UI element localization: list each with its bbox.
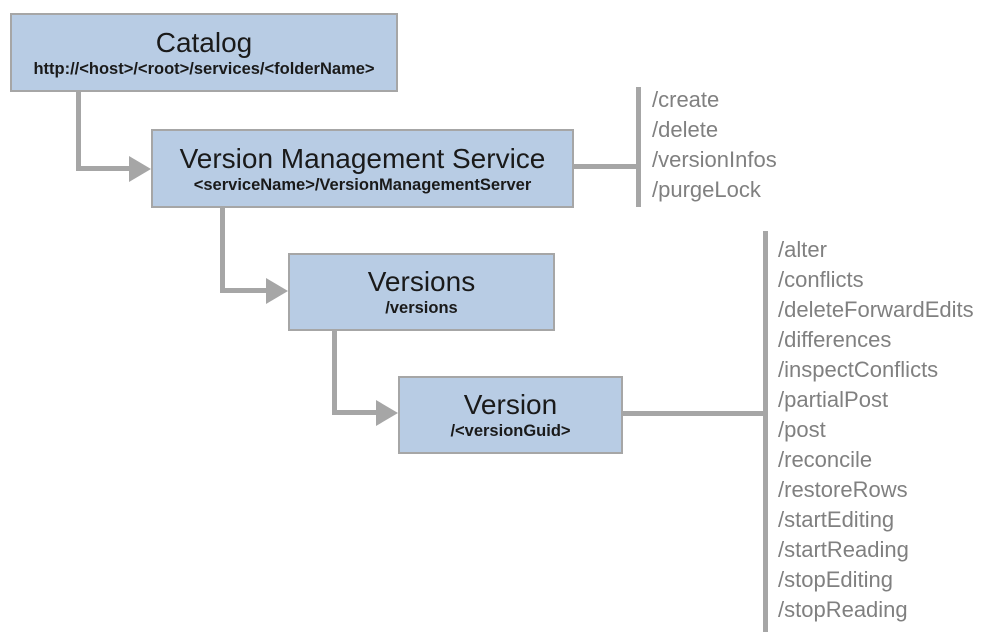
operation-item: /partialPost [778,387,889,412]
operation-item: /alter [778,237,827,262]
node-subtitle: http://<host>/<root>/services/<folderNam… [33,59,375,78]
node-version-management-service: Version Management Service <serviceName>… [151,129,574,208]
arrowhead-icon [266,278,288,304]
operation-item: /stopEditing [778,567,893,592]
connector-line [574,164,638,169]
operation-item: /stopReading [778,597,908,622]
node-versions: Versions /versions [288,253,555,331]
operation-item: /restoreRows [778,477,908,502]
operation-item: /differences [778,327,892,352]
operation-item: /conflicts [778,267,864,292]
node-subtitle: /<versionGuid> [450,422,571,440]
operation-item: /versionInfos [652,147,777,172]
operation-item: /post [778,417,826,442]
connector-line [332,331,337,415]
operation-item: /purgeLock [652,177,761,202]
connector-line [76,91,81,171]
node-subtitle: <serviceName>/VersionManagementServer [193,175,532,194]
operation-item: /startReading [778,537,909,562]
operations-bracket-line [763,231,768,632]
vms-operations-list: /create /delete /versionInfos /purgeLock [652,85,777,205]
connector-line [76,166,129,171]
operations-bracket-line [636,87,641,207]
node-catalog: Catalog http://<host>/<root>/services/<f… [10,13,398,92]
node-title: Version Management Service [179,142,546,174]
connector-line [332,410,376,415]
node-title: Versions [367,266,476,297]
node-subtitle: /versions [385,299,458,317]
connector-line [220,288,266,293]
version-operations-list: /alter /conflicts /deleteForwardEdits /d… [778,235,974,625]
node-version: Version /<versionGuid> [398,376,623,454]
arrowhead-icon [129,156,151,182]
connector-line [623,411,765,416]
node-title: Catalog [155,26,253,58]
node-title: Version [463,389,558,420]
operation-item: /reconcile [778,447,873,472]
arrowhead-icon [376,400,398,426]
connector-line [220,208,225,293]
operation-item: /deleteForwardEdits [778,297,974,322]
operation-item: /inspectConflicts [778,357,939,382]
operation-item: /create [652,87,720,112]
operation-item: /startEditing [778,507,895,532]
operation-item: /delete [652,117,719,142]
